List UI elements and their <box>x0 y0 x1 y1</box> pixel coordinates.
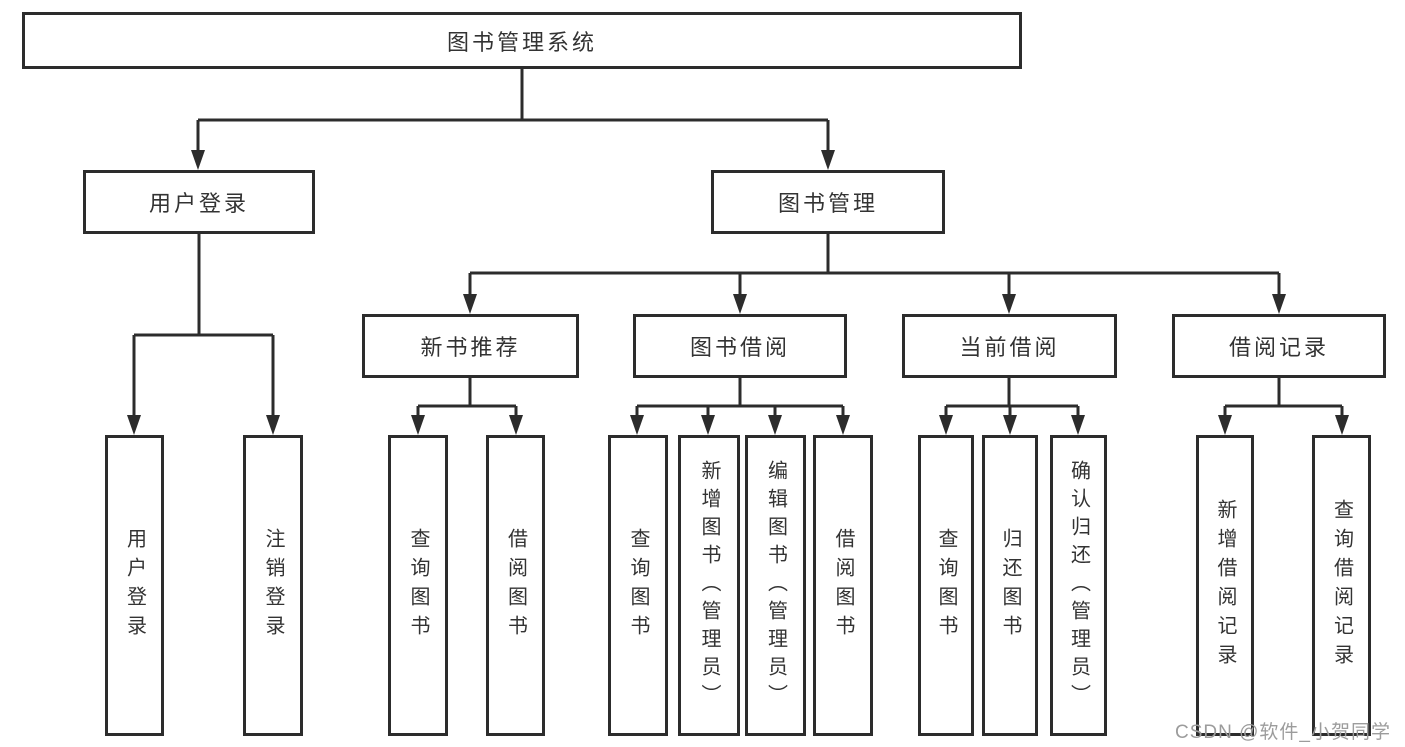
node-cb-confirm-return: 确认归还（管理员） <box>1050 435 1107 736</box>
node-book-borrow: 图书借阅 <box>633 314 847 378</box>
node-book-mgmt: 图书管理 <box>711 170 945 234</box>
node-cb-query-book: 查询图书 <box>918 435 974 736</box>
node-cb-return-book: 归还图书 <box>982 435 1038 736</box>
node-bb-query-book: 查询图书 <box>608 435 668 736</box>
csdn-watermark: CSDN @软件_小贺同学 <box>1175 722 1391 743</box>
node-bb-borrow-book: 借阅图书 <box>813 435 873 736</box>
node-user-login: 用户登录 <box>83 170 315 234</box>
node-new-book-rec: 新书推荐 <box>362 314 579 378</box>
node-rec-borrow-book: 借阅图书 <box>486 435 545 736</box>
node-logout-action: 注销登录 <box>243 435 303 736</box>
node-login-action: 用户登录 <box>105 435 164 736</box>
node-borrow-record: 借阅记录 <box>1172 314 1386 378</box>
node-bb-add-book: 新增图书（管理员） <box>678 435 740 736</box>
node-bb-edit-book: 编辑图书（管理员） <box>745 435 806 736</box>
node-br-add-record: 新增借阅记录 <box>1196 435 1254 736</box>
node-br-query-record: 查询借阅记录 <box>1312 435 1371 736</box>
node-current-borrow: 当前借阅 <box>902 314 1117 378</box>
node-rec-query-book: 查询图书 <box>388 435 448 736</box>
node-root: 图书管理系统 <box>22 12 1022 69</box>
